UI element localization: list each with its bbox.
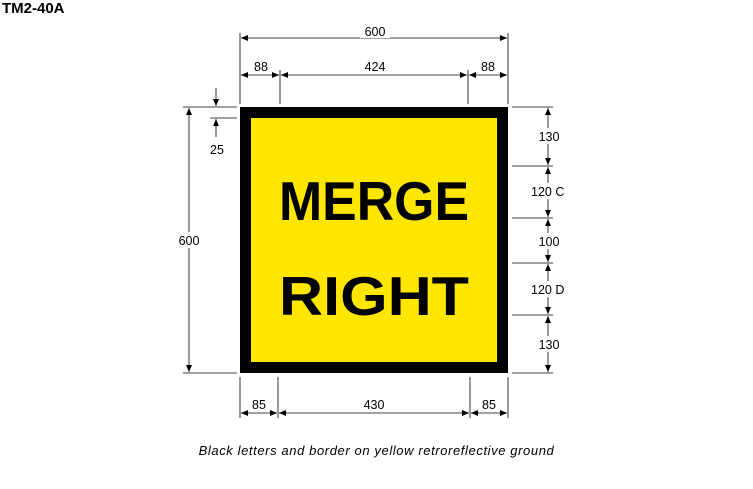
legend-line-1: MERGE (279, 170, 469, 232)
sign-code: TM2-40A (2, 0, 65, 17)
dim-right-5: 130 (539, 338, 560, 352)
dim-bottom-right: 85 (482, 398, 496, 412)
dim-bottom-center: 430 (364, 398, 385, 412)
sign-panel: MERGE RIGHT (240, 107, 508, 373)
dim-right-3: 100 (539, 235, 560, 249)
dim-left-overall: 600 (179, 234, 200, 248)
dim-top-right: 88 (481, 60, 495, 74)
dim-bottom-left: 85 (252, 398, 266, 412)
dim-right-2: 120 C (531, 185, 564, 199)
dim-right-1: 130 (539, 130, 560, 144)
dim-left-border: 25 (210, 143, 224, 157)
sign-ground (251, 118, 497, 362)
legend-line-2: RIGHT (279, 265, 469, 327)
dim-top-center: 424 (365, 60, 386, 74)
dim-top-left: 88 (254, 60, 268, 74)
dim-top-overall: 600 (365, 25, 386, 39)
dim-right-4: 120 D (531, 283, 564, 297)
caption: Black letters and border on yellow retro… (198, 443, 555, 458)
